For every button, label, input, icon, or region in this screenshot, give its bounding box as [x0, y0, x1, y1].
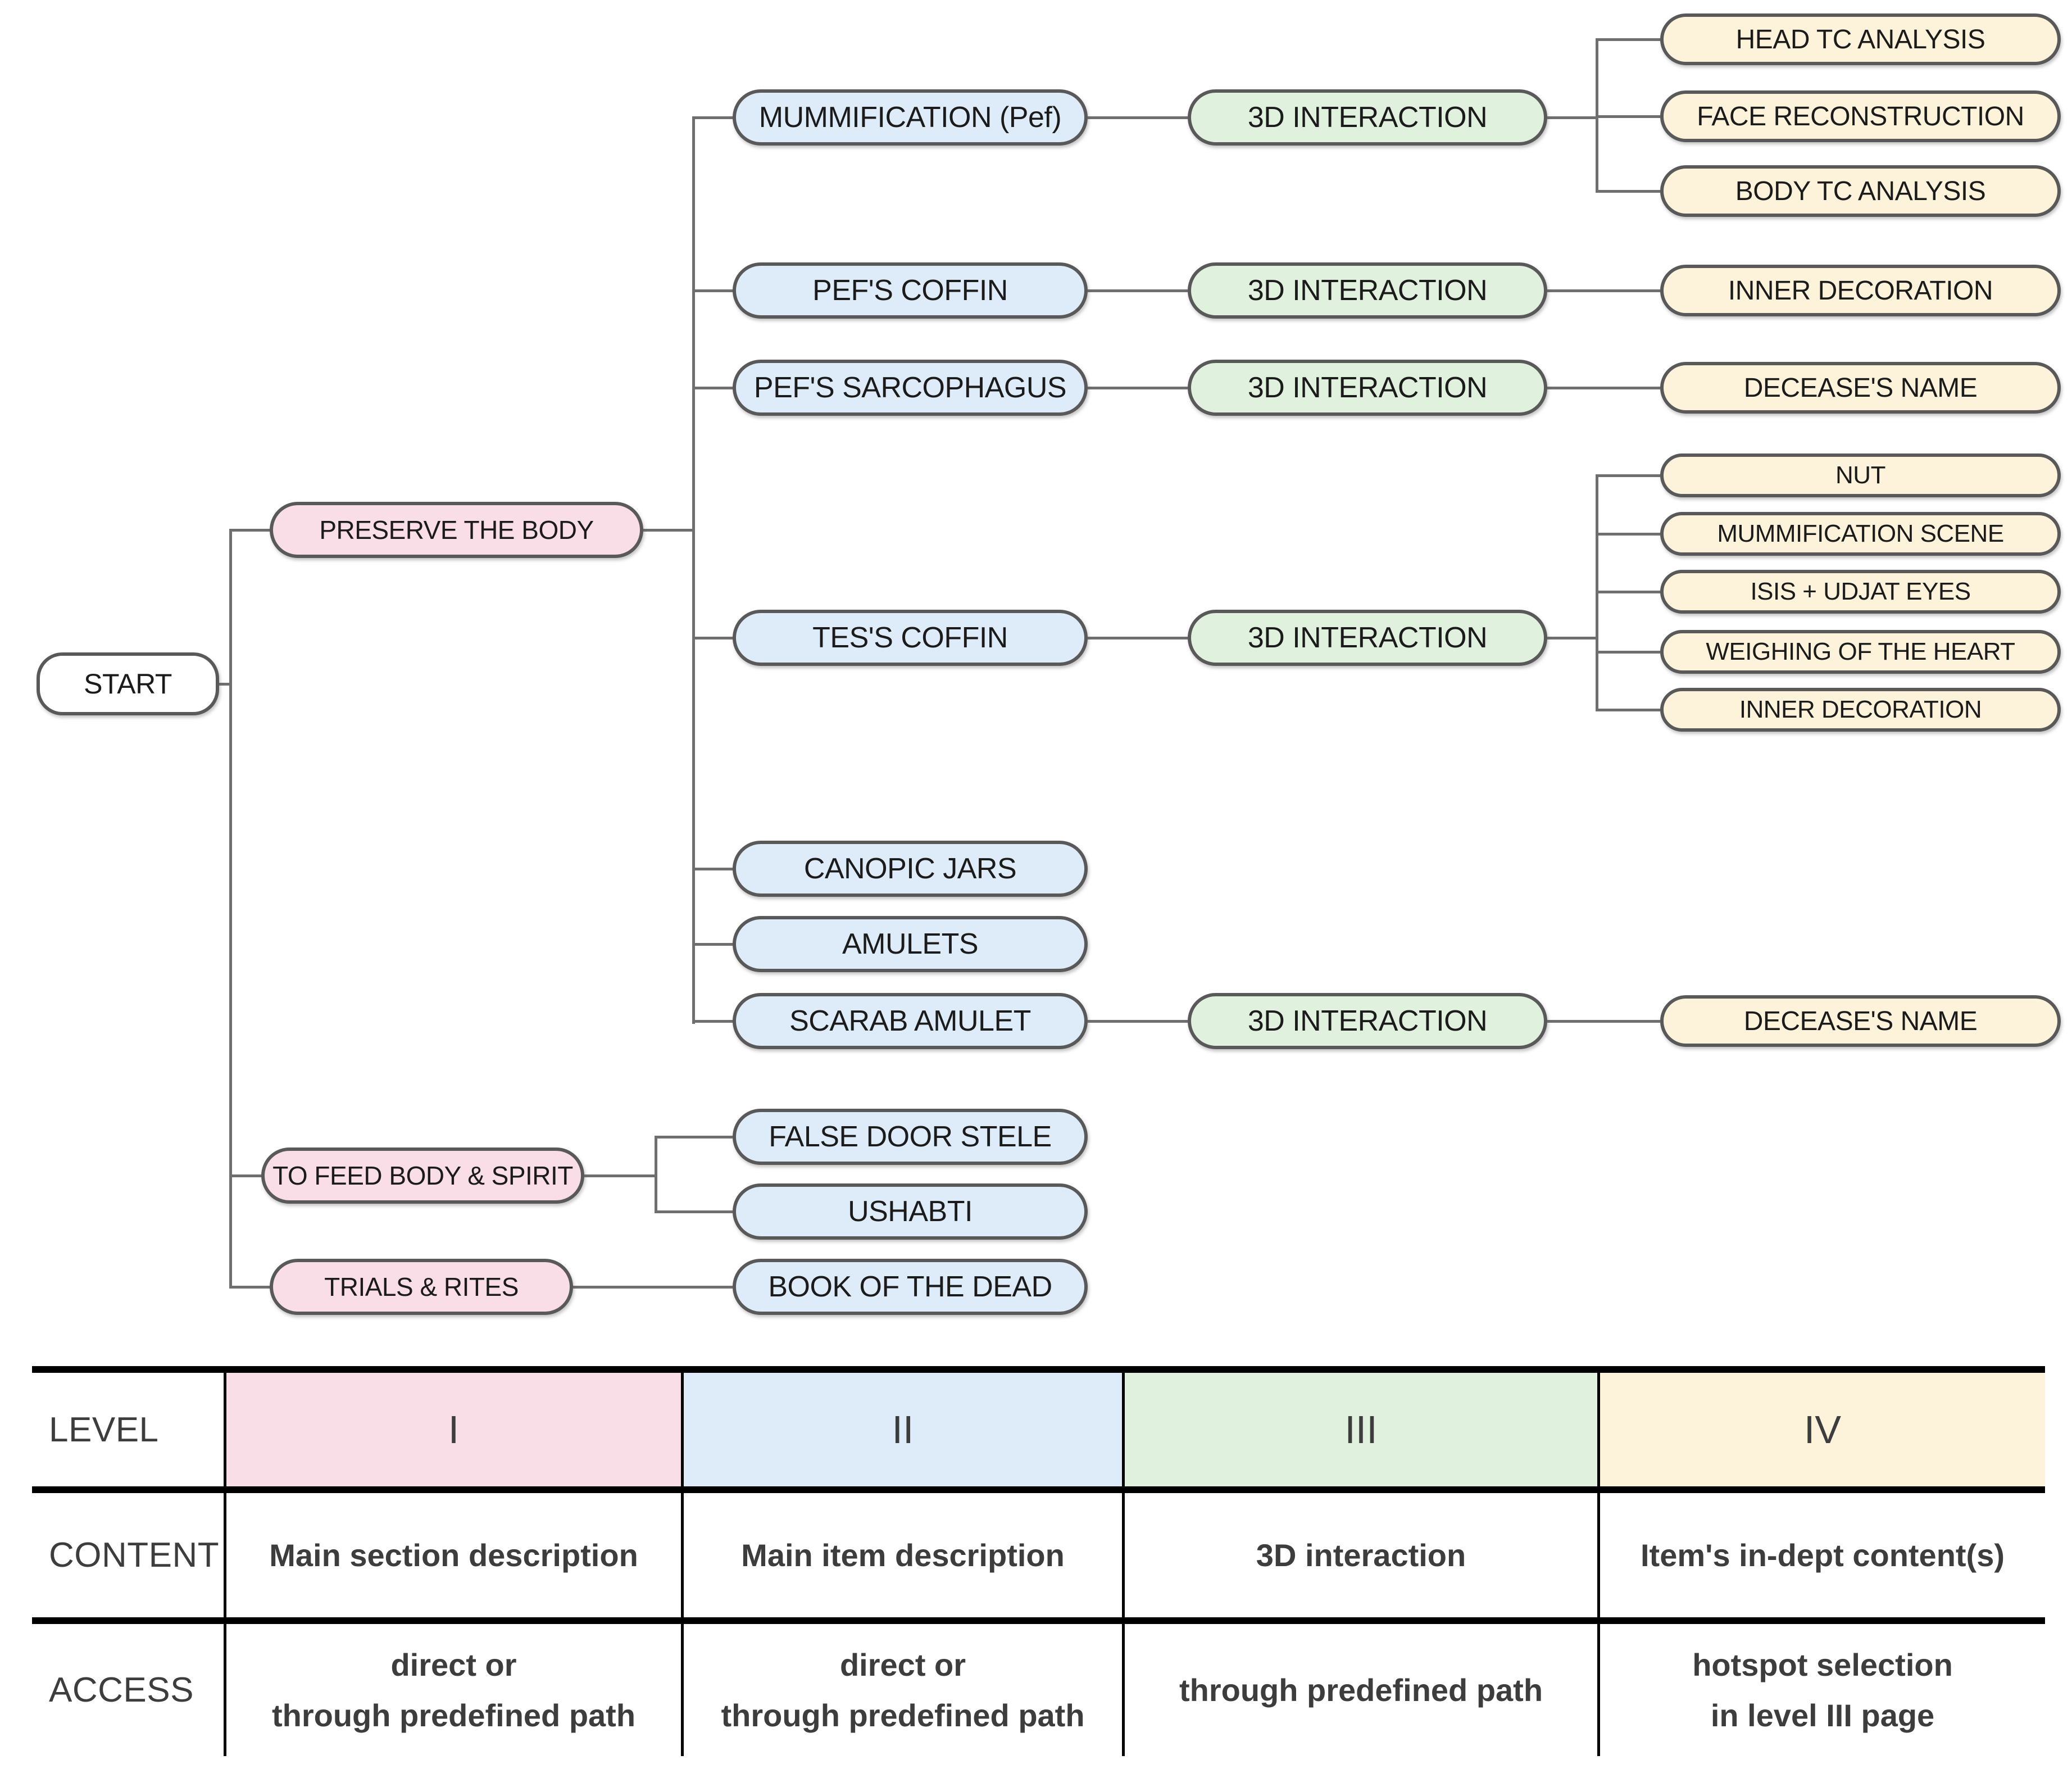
connector — [1088, 116, 1188, 119]
table-row-label-access: ACCESS — [49, 1671, 194, 1709]
node-pefs-coffin: PEF'S COFFIN — [733, 262, 1088, 319]
node-head-tc-analysis: HEAD TC ANALYSIS — [1660, 13, 2061, 65]
connector — [1596, 651, 1660, 654]
connector — [692, 1020, 734, 1023]
connector — [1596, 591, 1660, 593]
node-scarab-amulet: SCARAB AMULET — [733, 993, 1088, 1049]
node-canopic-jars: CANOPIC JARS — [733, 841, 1088, 897]
table-border-mid1 — [32, 1486, 2045, 1493]
node-isis-udjat-eyes: ISIS + UDJAT EYES — [1660, 570, 2061, 614]
connector-start — [219, 683, 232, 686]
connector — [573, 1286, 733, 1289]
connector — [229, 1174, 263, 1177]
connector — [692, 868, 734, 870]
node-inner-decoration-pef: INNER DECORATION — [1660, 265, 2061, 316]
node-3d-interaction-mumm: 3D INTERACTION — [1188, 89, 1547, 146]
connector — [643, 529, 695, 532]
node-face-reconstruction: FACE RECONSTRUCTION — [1660, 90, 2061, 142]
connector — [692, 943, 734, 946]
connector — [1547, 289, 1660, 292]
table-border-mid2 — [32, 1617, 2045, 1624]
connector — [655, 1210, 733, 1213]
connector — [1596, 533, 1660, 536]
table-level-numeral-2: II — [892, 1408, 914, 1452]
table-content-3: 3D interaction — [1256, 1537, 1466, 1573]
table-access-4: hotspot selection in level III page — [1692, 1647, 1953, 1733]
connector — [229, 529, 271, 532]
table-level-numeral-4: IV — [1803, 1408, 1842, 1452]
connector — [1547, 637, 1598, 639]
node-ushabti: USHABTI — [733, 1183, 1088, 1240]
connector — [1088, 637, 1188, 639]
connector — [584, 1174, 657, 1177]
table-border-top — [32, 1366, 2045, 1373]
table-divider — [1597, 1366, 1600, 1756]
node-false-door-stele: FALSE DOOR STELE — [733, 1109, 1088, 1165]
connector — [1547, 116, 1598, 119]
connector — [1088, 289, 1188, 292]
node-body-tc-analysis: BODY TC ANALYSIS — [1660, 165, 2061, 217]
node-3d-interaction-pef-sarc: 3D INTERACTION — [1188, 360, 1547, 416]
table-access-1: direct or through predefined path — [271, 1647, 636, 1733]
table-divider — [1122, 1366, 1125, 1756]
table-access-3: through predefined path — [1179, 1672, 1543, 1708]
connector-spine-feed — [655, 1136, 657, 1213]
table-header-fill-level2 — [684, 1373, 1122, 1486]
connector — [655, 1136, 733, 1139]
node-tess-coffin: TES'S COFFIN — [733, 610, 1088, 666]
connector — [1547, 1020, 1660, 1023]
connector — [692, 116, 734, 119]
table-access-2: direct or through predefined path — [721, 1647, 1085, 1733]
node-mummification-scene: MUMMIFICATION SCENE — [1660, 512, 2061, 556]
table-content-2: Main item description — [741, 1537, 1065, 1573]
connector — [692, 289, 734, 292]
node-to-feed-body-spirit: TO FEED BODY & SPIRIT — [261, 1147, 584, 1204]
connector — [692, 637, 734, 639]
table-content-4: Item's in-dept content(s) — [1641, 1537, 2005, 1573]
node-mummification-pef: MUMMIFICATION (Pef) — [733, 89, 1088, 146]
table-row-label-level: LEVEL — [49, 1410, 159, 1449]
node-deceases-name-scarab: DECEASE'S NAME — [1660, 995, 2061, 1047]
table-header-fill-level4 — [1600, 1373, 2045, 1486]
node-deceases-name-sarc: DECEASE'S NAME — [1660, 362, 2061, 414]
connector — [1596, 190, 1660, 193]
node-3d-interaction-tes: 3D INTERACTION — [1188, 610, 1547, 666]
table-content-1: Main section description — [269, 1537, 638, 1573]
connector — [1088, 387, 1188, 389]
node-inner-decoration-tes: INNER DECORATION — [1660, 688, 2061, 732]
connector-spine-preserve — [692, 116, 695, 1024]
table-divider — [224, 1366, 226, 1756]
node-pefs-sarcophagus: PEF'S SARCOPHAGUS — [733, 360, 1088, 416]
connector — [1547, 387, 1660, 389]
table-divider — [681, 1366, 684, 1756]
connector — [1596, 38, 1660, 41]
table-header-fill-level3 — [1125, 1373, 1597, 1486]
node-start: START — [37, 652, 219, 715]
connector — [1596, 474, 1660, 477]
node-3d-interaction-pef-coffin: 3D INTERACTION — [1188, 262, 1547, 319]
table-level-numeral-1: I — [448, 1408, 460, 1452]
connector — [692, 387, 734, 389]
connector — [1596, 709, 1660, 711]
table-header-fill-level1 — [226, 1373, 681, 1486]
node-nut: NUT — [1660, 453, 2061, 497]
connector — [1088, 1020, 1188, 1023]
node-book-of-the-dead: BOOK OF THE DEAD — [733, 1259, 1088, 1315]
node-amulets: AMULETS — [733, 916, 1088, 972]
node-3d-interaction-scarab: 3D INTERACTION — [1188, 993, 1547, 1049]
table-row-label-content: CONTENT — [49, 1536, 220, 1575]
connector — [229, 1286, 271, 1289]
node-preserve-the-body: PRESERVE THE BODY — [270, 502, 643, 558]
connector-spine-root — [229, 529, 232, 1289]
node-trials-rites: TRIALS & RITES — [270, 1259, 573, 1315]
table-level-numeral-3: III — [1344, 1408, 1378, 1452]
node-weighing-of-the-heart: WEIGHING OF THE HEART — [1660, 630, 2061, 674]
connector — [1596, 115, 1660, 118]
